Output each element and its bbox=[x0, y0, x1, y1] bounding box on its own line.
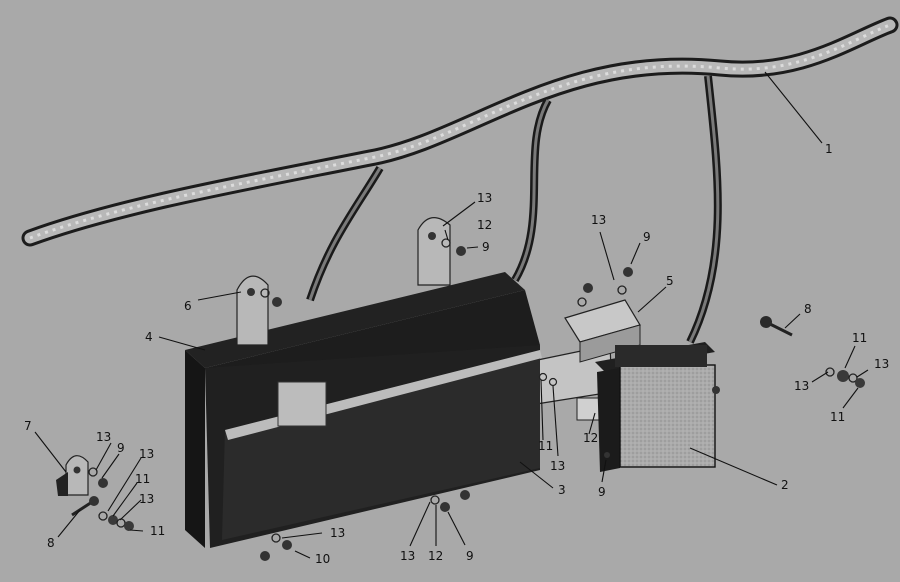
branch-wires bbox=[306, 75, 722, 344]
leader-lines bbox=[34, 71, 869, 559]
component-block bbox=[185, 272, 542, 548]
mounting-lugs bbox=[236, 217, 451, 346]
callout-11-strip: 11 bbox=[538, 439, 553, 453]
callout-13-top: 13 bbox=[477, 191, 492, 205]
callout-11-left-upper: 11 bbox=[135, 472, 150, 486]
callout-9-bracket: 9 bbox=[643, 230, 651, 244]
callout-11-right-lower: 11 bbox=[830, 410, 845, 424]
callout-9-bottom: 9 bbox=[466, 549, 474, 563]
callout-3: 3 bbox=[558, 483, 566, 497]
callout-9-left: 9 bbox=[117, 441, 125, 455]
callout-8-left: 8 bbox=[47, 536, 55, 550]
callout-12-strip: 12 bbox=[583, 431, 598, 445]
bracket bbox=[564, 299, 641, 363]
callout-7: 7 bbox=[24, 419, 32, 433]
bracket-strip bbox=[527, 344, 613, 421]
callout-13-left-a: 13 bbox=[96, 430, 111, 444]
callout-5: 5 bbox=[666, 274, 674, 288]
callout-11-left-lower: 11 bbox=[150, 524, 165, 538]
callout-13-bottom-b: 13 bbox=[400, 549, 415, 563]
callout-13-right-a: 13 bbox=[794, 379, 809, 393]
callout-13-strip: 13 bbox=[550, 459, 565, 473]
callout-11-right-upper: 11 bbox=[852, 331, 867, 345]
callout-13-bracket: 13 bbox=[591, 213, 606, 227]
callout-13-left-b: 13 bbox=[139, 447, 154, 461]
callout-8-right: 8 bbox=[804, 302, 812, 316]
callout-13-bottom-a: 13 bbox=[330, 526, 345, 540]
relay-unit bbox=[595, 342, 720, 472]
callout-1: 1 bbox=[825, 142, 833, 156]
callout-12-top: 12 bbox=[477, 218, 492, 232]
lug-left bbox=[56, 455, 89, 496]
callout-9-top: 9 bbox=[482, 240, 490, 254]
fasteners bbox=[71, 238, 865, 561]
callout-labels: 1 2 3 4 5 6 7 8 8 9 9 9 9 9 10 11 11 11 … bbox=[24, 142, 889, 566]
callout-9-unit: 9 bbox=[598, 485, 606, 499]
callout-13-left-c: 13 bbox=[139, 492, 154, 506]
callout-12-bottom: 12 bbox=[428, 549, 443, 563]
callout-2: 2 bbox=[781, 478, 789, 492]
callout-10: 10 bbox=[315, 552, 330, 566]
callout-4: 4 bbox=[145, 330, 153, 344]
callout-6: 6 bbox=[184, 299, 192, 313]
callout-13-right-b: 13 bbox=[874, 357, 889, 371]
main-cable bbox=[21, 16, 899, 247]
